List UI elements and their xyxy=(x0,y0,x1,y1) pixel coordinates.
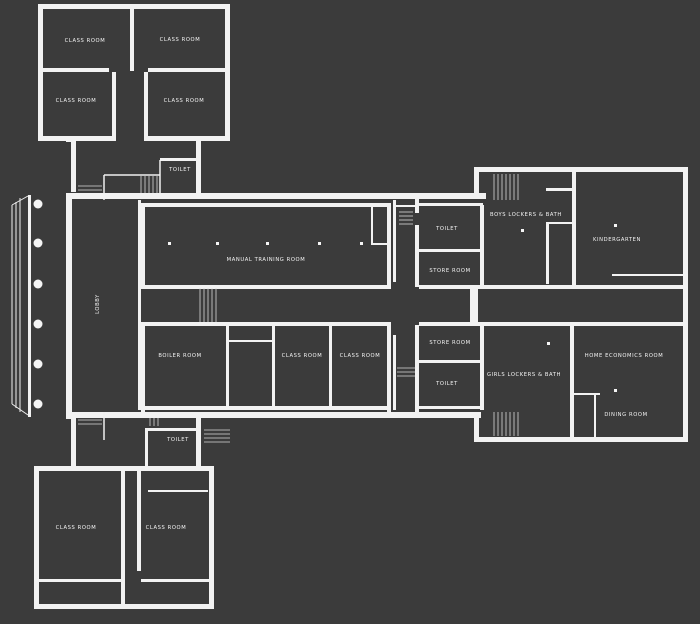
east-wing-columns xyxy=(521,224,617,392)
south-classroom-block xyxy=(34,466,214,609)
north-classroom-block xyxy=(38,4,230,142)
central-stairs xyxy=(199,211,415,377)
manual-training-columns xyxy=(168,242,363,245)
label-toilet-east-1: TOILET xyxy=(435,226,458,232)
label-home-economics-room: HOME ECONOMICS ROOM xyxy=(585,353,664,359)
label-girls-lockers: GIRLS LOCKERS & BATH xyxy=(487,372,561,378)
label-dining-room: DINING ROOM xyxy=(604,412,647,418)
room-labels: CLASS ROOM CLASS ROOM CLASS ROOM CLASS R… xyxy=(56,37,664,531)
label-class-room-nw-4: CLASS ROOM xyxy=(164,98,205,104)
label-class-room-nw-1: CLASS ROOM xyxy=(65,38,106,44)
label-store-room-2: STORE ROOM xyxy=(429,340,470,346)
label-toilet-north: TOILET xyxy=(168,167,191,173)
east-wing-walls xyxy=(419,167,688,442)
label-store-room-1: STORE ROOM xyxy=(429,268,470,274)
label-kindergarten: KINDERGARTEN xyxy=(593,237,641,243)
east-stairs xyxy=(493,174,519,436)
label-lobby: LOBBY xyxy=(95,294,101,314)
label-class-room-nw-2: CLASS ROOM xyxy=(160,37,201,43)
label-boiler-room: BOILER ROOM xyxy=(158,353,201,359)
label-class-room-sw-2: CLASS ROOM xyxy=(146,525,187,531)
south-stairs xyxy=(78,418,230,443)
label-class-room-nw-3: CLASS ROOM xyxy=(56,98,97,104)
label-toilet-south: TOILET xyxy=(166,437,189,443)
label-class-room-mid-2: CLASS ROOM xyxy=(340,353,381,359)
label-class-room-sw-1: CLASS ROOM xyxy=(56,525,97,531)
label-class-room-mid-1: CLASS ROOM xyxy=(282,353,323,359)
label-toilet-east-2: TOILET xyxy=(435,381,458,387)
label-boys-lockers: BOYS LOCKERS & BATH xyxy=(490,212,562,218)
main-building-walls xyxy=(66,193,486,419)
west-porch xyxy=(11,195,43,417)
label-manual-training-room: MANUAL TRAINING ROOM xyxy=(227,257,306,263)
south-connector xyxy=(71,412,201,468)
